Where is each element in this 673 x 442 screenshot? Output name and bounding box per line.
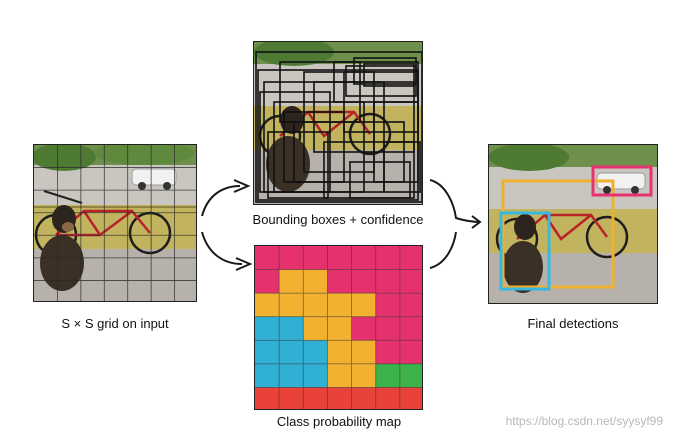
class-cell [375, 316, 401, 341]
class-cell [399, 246, 422, 271]
class-cell [303, 246, 328, 271]
arrow-to-classmap-icon [201, 231, 253, 271]
class-cell [279, 340, 304, 365]
label-classmap: Class probability map [276, 414, 402, 429]
class-cell [351, 269, 377, 294]
class-cell [375, 387, 401, 409]
class-cell [303, 269, 328, 294]
final-detections-image [489, 145, 657, 303]
class-cell [279, 363, 304, 388]
class-cell [351, 293, 377, 318]
arrow-from-classmap-icon [429, 231, 457, 269]
candidate-box [255, 51, 422, 203]
label-bboxes: Bounding boxes + confidence [252, 212, 424, 227]
class-cell [279, 293, 304, 318]
class-cell [327, 387, 353, 409]
class-cell [255, 293, 280, 318]
class-cell [303, 387, 328, 409]
watermark: https://blog.csdn.net/syysyf99 [505, 414, 663, 428]
class-cell [375, 363, 401, 388]
class-cell [327, 293, 353, 318]
class-cell [375, 269, 401, 294]
class-cell [375, 246, 401, 271]
class-cell [399, 316, 422, 341]
class-cell [327, 340, 353, 365]
class-cell [399, 387, 422, 409]
label-final: Final detections [527, 316, 619, 331]
class-probability-map [255, 246, 422, 409]
class-cell [303, 293, 328, 318]
class-cell [255, 387, 280, 409]
final-detections-panel [488, 144, 658, 304]
class-cell [351, 387, 377, 409]
class-cell [255, 246, 280, 271]
class-cell [255, 363, 280, 388]
class-cell [303, 363, 328, 388]
class-cell [399, 340, 422, 365]
class-cell [327, 363, 353, 388]
bounding-boxes-panel [253, 41, 423, 205]
class-cell [279, 246, 304, 271]
car-detection-box [591, 165, 653, 197]
class-cell [303, 316, 328, 341]
class-cell [351, 246, 377, 271]
candidate-box [279, 61, 361, 123]
class-cell [327, 316, 353, 341]
class-cell [327, 269, 353, 294]
class-cell [375, 340, 401, 365]
candidate-box [383, 141, 421, 193]
arrow-to-bboxes-icon [201, 179, 251, 217]
class-cell [399, 293, 422, 318]
candidate-box [363, 63, 415, 87]
class-cell [399, 363, 422, 388]
arrow-from-bboxes-icon [429, 179, 482, 229]
candidate-box [313, 81, 415, 153]
class-cell [351, 316, 377, 341]
class-probability-map-panel [254, 245, 423, 410]
candidate-box [349, 161, 411, 199]
class-cell [375, 293, 401, 318]
class-cell [303, 340, 328, 365]
label-input: S × S grid on input [61, 316, 169, 331]
class-cell [399, 269, 422, 294]
bike-detection-box [501, 179, 615, 289]
class-cell [351, 363, 377, 388]
class-cell [279, 316, 304, 341]
input-grid-panel [33, 144, 197, 302]
class-cell [279, 387, 304, 409]
input-photo-with-grid [34, 145, 196, 301]
bounding-boxes-image [254, 42, 422, 204]
candidate-box [267, 131, 329, 199]
class-cell [255, 269, 280, 294]
class-cell [279, 269, 304, 294]
class-cell [255, 340, 280, 365]
class-cell [327, 246, 353, 271]
class-cell [255, 316, 280, 341]
candidate-box [353, 57, 417, 85]
dog-detection-box [499, 211, 551, 291]
class-cell [351, 340, 377, 365]
